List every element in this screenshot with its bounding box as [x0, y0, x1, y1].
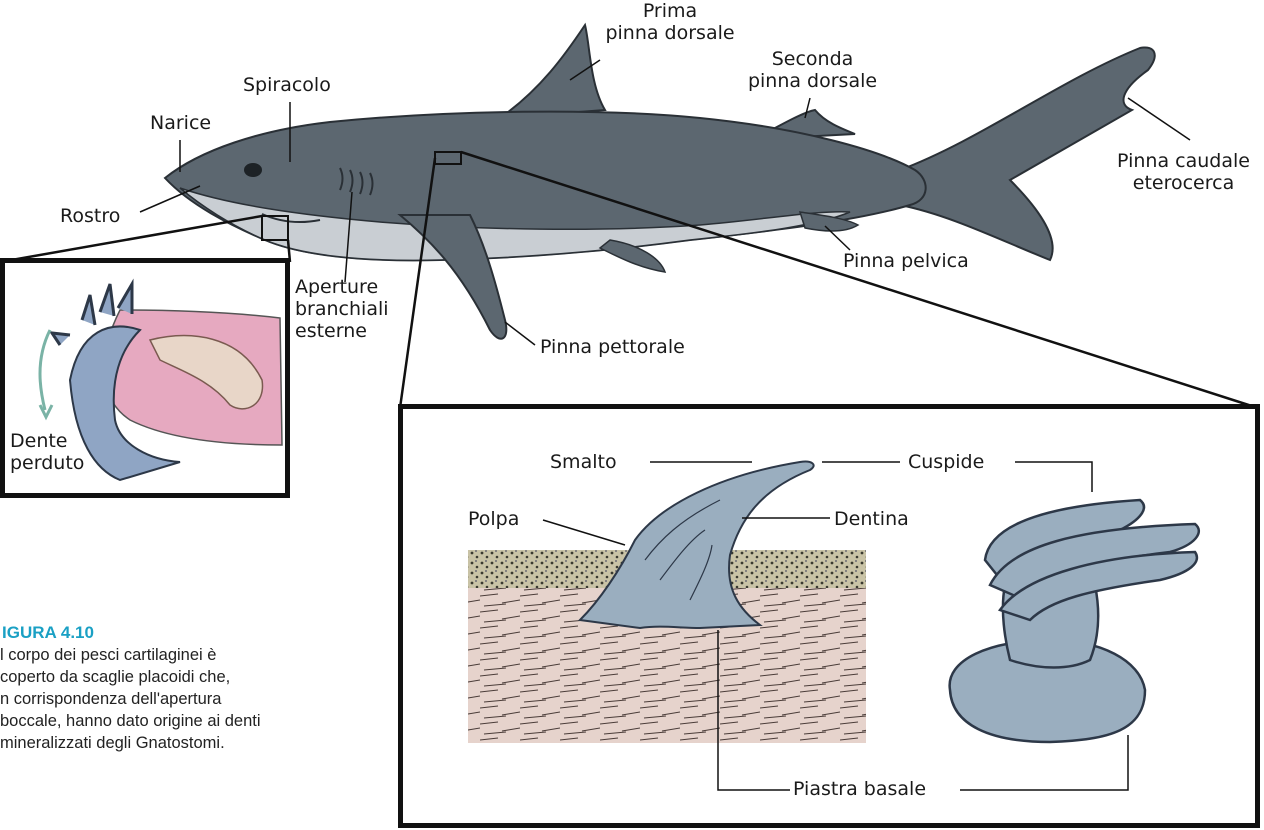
figure-caption-title: IGURA 4.10 — [2, 622, 380, 644]
figure-caption-line: l corpo dei pesci cartilaginei è — [0, 644, 380, 666]
label-dentine: Dentina — [834, 508, 909, 530]
label-lost-tooth: Dente perduto — [10, 430, 84, 474]
label-second-dorsal-fin: Seconda pinna dorsale — [735, 48, 890, 92]
figure-caption-line: boccale, hanno dato origine ai denti — [0, 710, 380, 732]
label-pulp: Polpa — [468, 508, 519, 530]
label-rostrum: Rostro — [60, 205, 120, 227]
figure-caption-line: coperto da scaglie placoidi che, — [0, 666, 380, 688]
label-spiracle: Spiracolo — [243, 74, 331, 96]
label-cusp: Cuspide — [908, 451, 984, 473]
label-basal-plate: Piastra basale — [793, 778, 926, 800]
figure-caption-line: n corrispondenza dell'apertura — [0, 688, 380, 710]
label-pelvic-fin: Pinna pelvica — [843, 250, 969, 272]
scale-inset-frame — [398, 404, 1260, 828]
figure-caption: IGURA 4.10 l corpo dei pesci cartilagine… — [0, 622, 380, 754]
label-first-dorsal-fin: Prima pinna dorsale — [590, 0, 750, 44]
label-caudal-fin: Pinna caudale eterocerca — [1105, 150, 1262, 194]
label-nostril: Narice — [150, 112, 211, 134]
label-pectoral-fin: Pinna pettorale — [540, 336, 685, 358]
figure-caption-line: mineralizzati degli Gnatostomi. — [0, 732, 380, 754]
label-gill-openings: Aperture branchiali esterne — [295, 276, 389, 342]
label-enamel: Smalto — [550, 451, 617, 473]
